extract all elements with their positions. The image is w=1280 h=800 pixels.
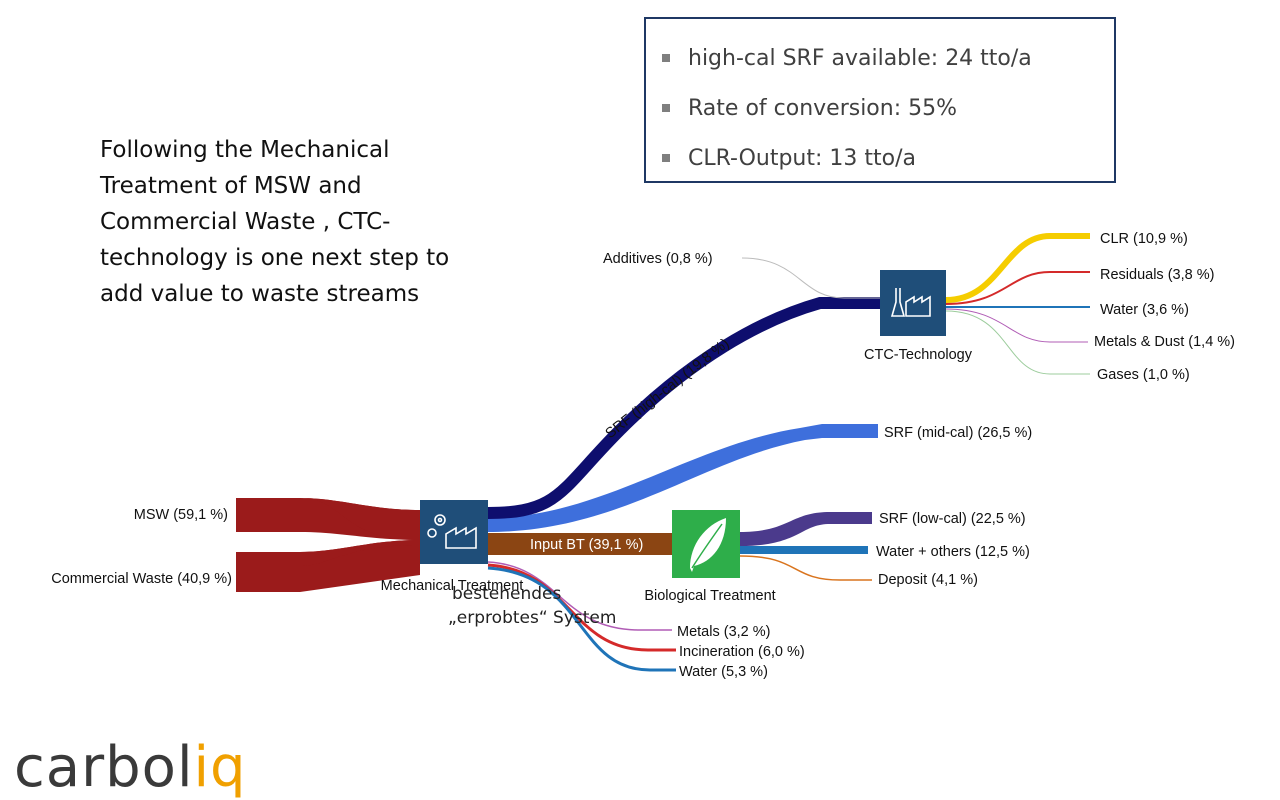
flow-metals xyxy=(487,561,672,631)
label-input-bt: Input BT (39,1 %) xyxy=(530,537,643,553)
bullet-icon xyxy=(662,154,670,162)
flow-additives xyxy=(741,257,880,299)
mechanical-treatment-node xyxy=(420,500,488,564)
label-commercial-waste: Commercial Waste (40,9 %) xyxy=(51,571,232,587)
chemical-plant-icon xyxy=(890,288,931,317)
info-item: high-cal SRF available: 24 tto/a xyxy=(662,33,1114,83)
info-box: high-cal SRF available: 24 tto/a Rate of… xyxy=(644,17,1116,183)
flow-metals-dust xyxy=(945,308,1088,343)
label-clr: CLR (10,9 %) xyxy=(1100,231,1188,247)
label-residuals: Residuals (3,8 %) xyxy=(1100,267,1214,283)
factory-gear-icon xyxy=(427,514,477,549)
flow-gases xyxy=(945,310,1090,375)
intro-text: Following the Mechanical Treatment of MS… xyxy=(100,132,500,312)
label-water-mt: Water (5,3 %) xyxy=(679,664,768,680)
bullet-icon xyxy=(662,54,670,62)
label-water-others: Water + others (12,5 %) xyxy=(876,544,1030,560)
info-item: CLR-Output: 13 tto/a xyxy=(662,133,1114,183)
label-srf-mid: SRF (mid-cal) (26,5 %) xyxy=(884,425,1032,441)
label-metals-dust: Metals & Dust (1,4 %) xyxy=(1094,334,1235,350)
label-mechanical-treatment: Mechanical Treatment xyxy=(381,578,524,594)
label-additives: Additives (0,8 %) xyxy=(603,251,713,267)
flow-residuals xyxy=(945,271,1090,305)
flow-clr xyxy=(945,233,1090,303)
label-srf-high: SRF (high-cal) (19,8 %) xyxy=(603,336,733,442)
label-gases: Gases (1,0 %) xyxy=(1097,367,1190,383)
label-biological-treatment: Biological Treatment xyxy=(644,588,775,604)
label-deposit: Deposit (4,1 %) xyxy=(878,572,978,588)
intro-line: Treatment of MSW and xyxy=(100,173,362,199)
leaf-vein xyxy=(691,523,723,569)
flow-water-mt xyxy=(487,566,676,672)
label-srf-low: SRF (low-cal) (22,5 %) xyxy=(879,511,1026,527)
label-water-ctc: Water (3,6 %) xyxy=(1100,302,1189,318)
logo-accent: iq xyxy=(193,735,247,800)
flow-srf-low xyxy=(740,512,872,546)
flow-commercial-waste-bottom xyxy=(236,545,420,592)
ctc-technology-node xyxy=(880,270,946,336)
info-item: Rate of conversion: 55% xyxy=(662,83,1114,133)
label-incineration: Incineration (6,0 %) xyxy=(679,644,805,660)
intro-line: Commercial Waste , CTC- xyxy=(100,209,391,235)
flow-input-bt xyxy=(488,533,674,555)
flow-srf-high xyxy=(487,297,880,519)
flow-msw-body xyxy=(236,498,420,540)
intro-line: technology is one next step to xyxy=(100,245,450,271)
info-item-text: high-cal SRF available: 24 tto/a xyxy=(688,45,1032,71)
info-item-text: Rate of conversion: 55% xyxy=(688,95,958,121)
overlay-note-line1: bestehendes xyxy=(452,584,562,604)
flow-deposit xyxy=(739,555,872,581)
label-msw: MSW (59,1 %) xyxy=(134,507,228,523)
overlay-note-line2: „erprobtes“ System xyxy=(448,608,617,628)
flow-incineration xyxy=(487,563,676,652)
label-ctc-technology: CTC-Technology xyxy=(864,347,973,363)
carboliq-logo: carboliq xyxy=(14,738,247,798)
flow-water-others xyxy=(740,546,868,554)
flow-srf-mid xyxy=(488,424,878,532)
label-metals: Metals (3,2 %) xyxy=(677,624,770,640)
logo-text: carbol xyxy=(14,735,194,800)
intro-line: Following the Mechanical xyxy=(100,137,390,163)
info-item-text: CLR-Output: 13 tto/a xyxy=(688,145,916,171)
intro-line: add value to waste streams xyxy=(100,281,420,307)
bullet-icon xyxy=(662,104,670,112)
